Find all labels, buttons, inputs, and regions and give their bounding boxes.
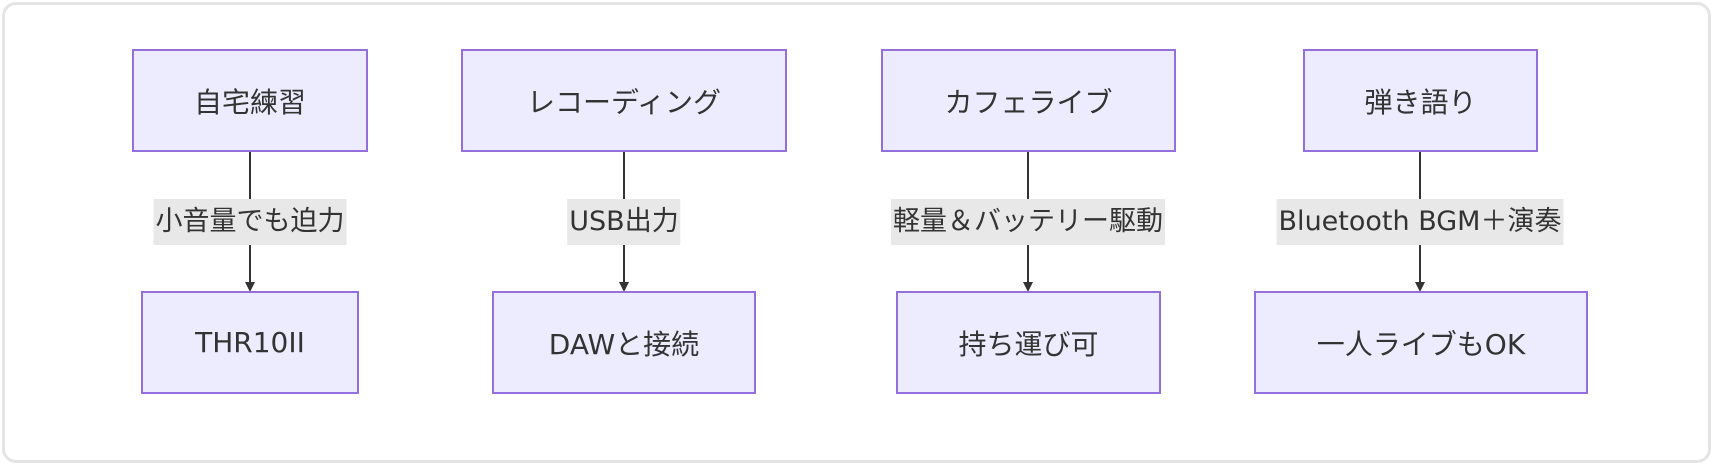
target-node-label: 持ち運び可 (958, 327, 1099, 361)
source-node: 自宅練習 (132, 49, 368, 152)
edge-label: 小音量でも迫力 (153, 199, 347, 245)
source-node-label: カフェライブ (944, 85, 1113, 119)
edge-label: USB出力 (567, 199, 681, 245)
target-node: 持ち運び可 (896, 291, 1161, 394)
source-node: カフェライブ (881, 49, 1176, 152)
edge-label: 軽量＆バッテリー駆動 (891, 199, 1165, 245)
edge-label: Bluetooth BGM＋演奏 (1276, 199, 1564, 245)
source-node-label: レコーディング (526, 85, 722, 119)
target-node: THR10II (141, 291, 359, 394)
target-node-label: 一人ライブもOK (1316, 327, 1526, 361)
source-node: 弾き語り (1303, 49, 1538, 152)
target-node: 一人ライブもOK (1254, 291, 1588, 394)
target-node: DAWと接続 (492, 291, 756, 394)
source-node: レコーディング (461, 49, 787, 152)
source-node-label: 弾き語り (1364, 85, 1477, 119)
target-node-label: DAWと接続 (548, 327, 700, 361)
target-node-label: THR10II (195, 326, 305, 359)
source-node-label: 自宅練習 (193, 85, 306, 119)
